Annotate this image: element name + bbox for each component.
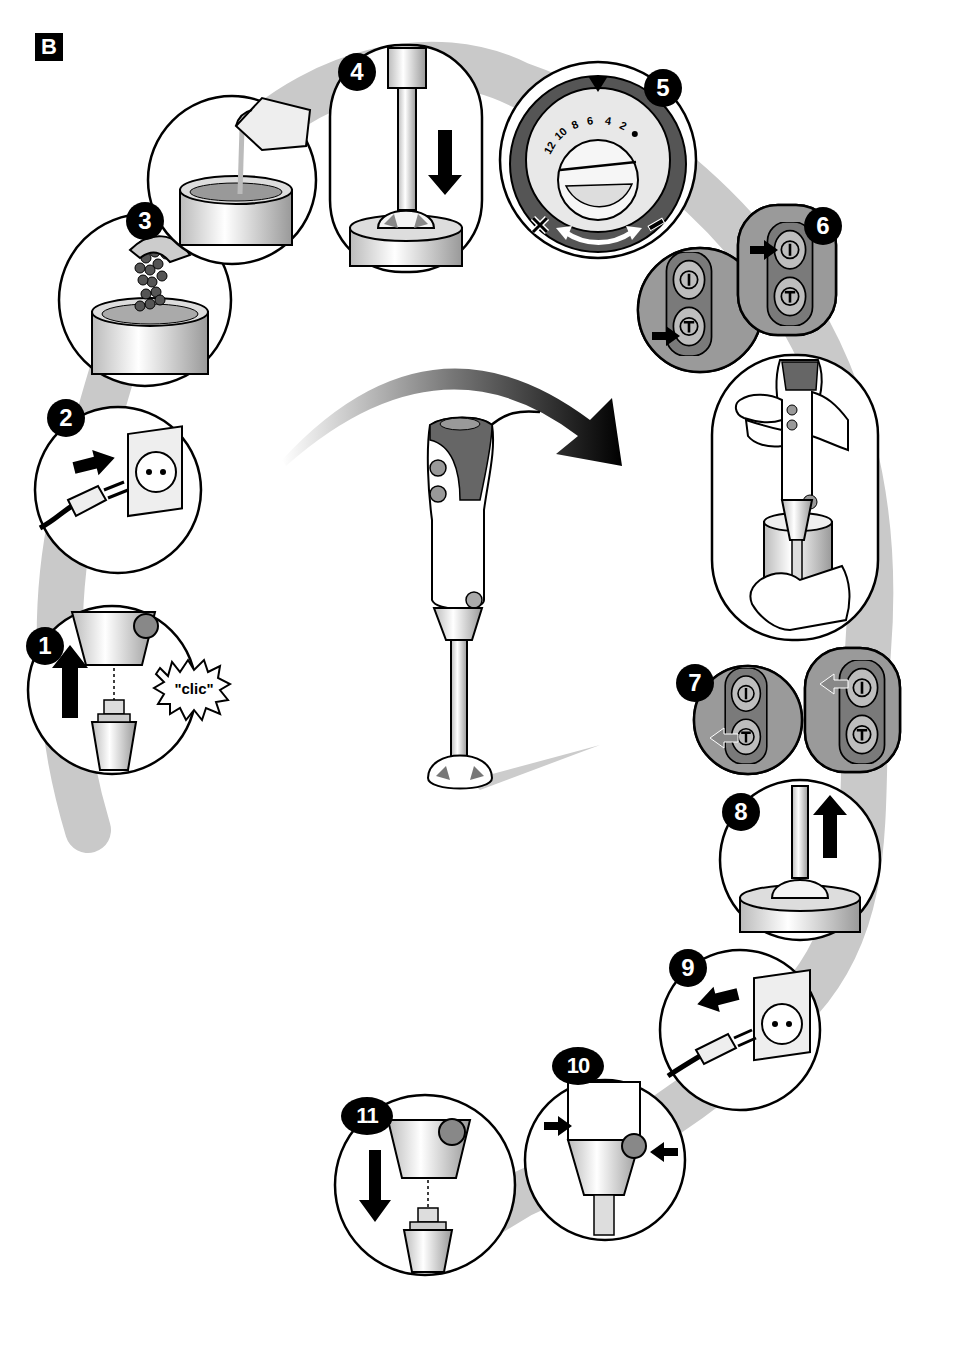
callout-number: 10 xyxy=(567,1055,589,1077)
figure-letter-box xyxy=(35,33,63,61)
callout-number: 11 xyxy=(356,1105,377,1127)
step-3-pour-liquid xyxy=(148,96,316,264)
callout-number: 9 xyxy=(681,956,694,980)
step-4-insert xyxy=(330,45,482,272)
callout-badges xyxy=(26,53,842,1135)
sound-word: "clic" xyxy=(174,681,213,696)
step-8-lift xyxy=(720,780,880,940)
step-1-attach xyxy=(28,606,230,774)
hand-blender xyxy=(282,369,622,790)
callout-number: 5 xyxy=(656,76,669,100)
callout-number: 7 xyxy=(688,671,701,695)
callout-number: 4 xyxy=(350,60,363,84)
callout-number: 3 xyxy=(138,209,151,233)
step-10-press-release xyxy=(525,1080,685,1240)
dial-mark: 4 xyxy=(604,115,612,127)
callout-number: 8 xyxy=(734,800,747,824)
step-5-speed-dial xyxy=(500,62,696,258)
dial-mark: 2 xyxy=(618,120,628,133)
dial-mark: 8 xyxy=(570,119,580,132)
figure-letter: B xyxy=(41,36,57,58)
dial-mark: 10 xyxy=(553,126,569,142)
callout-number: 2 xyxy=(59,406,72,430)
step-7-release xyxy=(690,648,900,780)
callout-number: 1 xyxy=(38,634,51,658)
step-6-blending xyxy=(712,355,878,640)
dial-mark: 12 xyxy=(543,139,559,155)
callout-number: 6 xyxy=(816,214,829,238)
step-9-unplug xyxy=(660,950,820,1110)
step-11-detach xyxy=(335,1095,515,1275)
dial-mark: 6 xyxy=(586,115,594,127)
